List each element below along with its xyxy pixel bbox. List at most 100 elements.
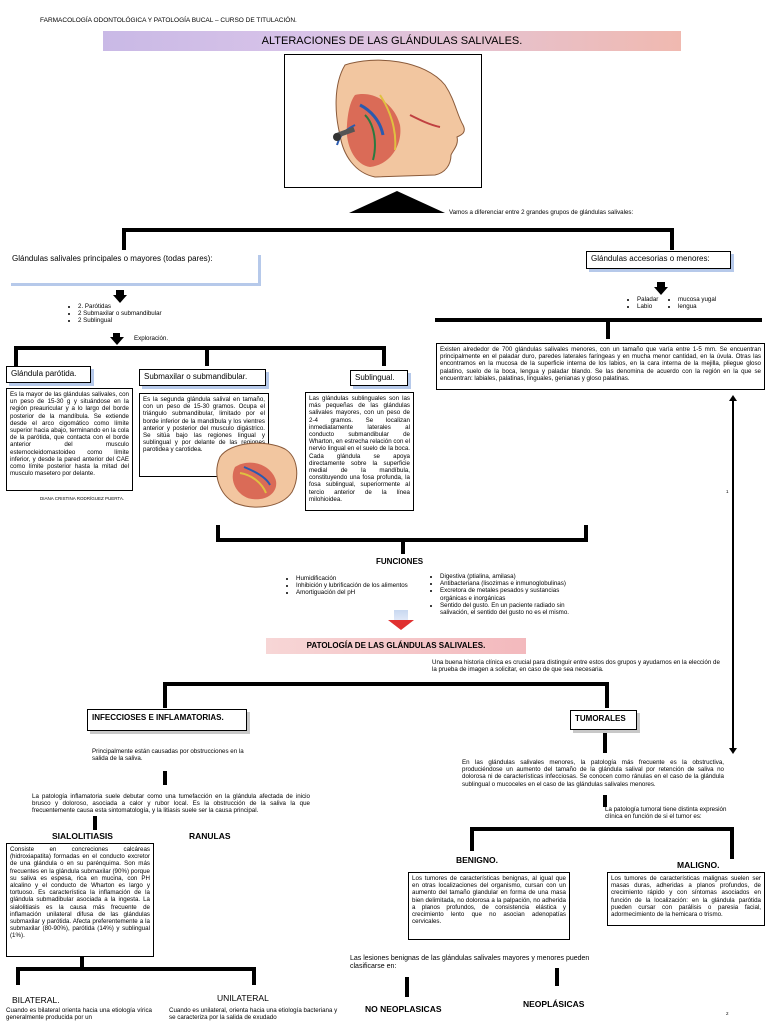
connector-bar [470, 827, 734, 831]
neoplasicas-title: NEOPLÁSICAS [523, 999, 585, 1009]
bilateral-text: Cuando es bilateral orienta hacia una et… [6, 1007, 152, 1022]
sublingual-title: Sublingual. [350, 370, 408, 386]
bilateral-title: BILATERAL. [12, 995, 60, 1005]
course-header: FARMACOLOGÍA ODONTOLÓGICA Y PATOLOGÍA BU… [40, 17, 297, 24]
connector-bar [16, 967, 256, 971]
tumorales-title: TUMORALES [570, 710, 637, 730]
sialolitiasis-title: SIALOLITIASIS [52, 831, 113, 841]
list-item: Antibacteriana (lisozimas e inmunoglobul… [440, 580, 575, 587]
maligno-text: Los tumores de características malignas … [607, 872, 765, 926]
list-item: lengua [678, 303, 716, 310]
sublingual-text: Las glándulas sublinguales son las más p… [305, 392, 414, 511]
connector-bar [80, 957, 84, 969]
connector-bar [670, 228, 674, 250]
page-title: ALTERACIONES DE LAS GLÁNDULAS SALIVALES. [103, 31, 681, 51]
menores-text: Existen alrededor de 700 glándulas saliv… [436, 343, 765, 390]
benigno-title: BENIGNO. [456, 855, 499, 865]
connector-bar [401, 540, 405, 554]
connector-bar [603, 795, 607, 807]
connector-bar [163, 771, 167, 785]
connector-bar [603, 733, 607, 753]
author: DIANA CRISTINA RODRÍGUEZ PUERTA. [40, 496, 125, 501]
connector-bar [122, 228, 126, 250]
list-item: Labio [637, 303, 658, 310]
connector-bar [252, 967, 256, 985]
intro-text: Vamos a diferenciar entre 2 grandes grup… [449, 209, 634, 216]
list-item: Humidificación [296, 575, 436, 582]
arrow-down-icon [110, 337, 124, 345]
connector-bar [435, 318, 762, 322]
up-arrow-icon [349, 191, 445, 213]
connector-bar [730, 829, 734, 859]
connector-bar [93, 816, 97, 830]
page-mark: 2 [726, 1011, 729, 1016]
list-item: Excretora de metales pesados y sustancia… [440, 587, 575, 601]
connector-bar [382, 346, 386, 366]
menores-list-right: mucosa yugal lengua [666, 296, 716, 310]
vertical-line [732, 398, 734, 750]
menores-title: Glándulas accesorias o menores: [586, 251, 731, 269]
patologia-note: Una buena historia clínica es crucial pa… [432, 659, 720, 674]
arrow-down-icon [113, 295, 127, 303]
sialolitiasis-text: Consiste en concreciones calcáreas (hidr… [6, 843, 154, 957]
arrow-icon [116, 290, 124, 296]
arrow-up-icon [729, 395, 737, 401]
connector-bar [14, 346, 18, 366]
ranulas-title: RANULAS [189, 831, 231, 841]
connector-bar [163, 684, 167, 708]
submandibular-illustration [210, 437, 302, 513]
list-item: 2 Submaxilar o submandibular [78, 310, 162, 317]
connector-bar [205, 346, 209, 366]
list-item: Paladar [637, 296, 658, 303]
connector-bar [122, 228, 674, 232]
arrow-down-icon [654, 287, 668, 295]
connector-bar [606, 321, 610, 339]
mayores-title: Glándulas salivales principales o mayore… [8, 252, 258, 283]
lesiones-text: Las lesiones benignas de las glándulas s… [350, 955, 590, 970]
tumorales-expresion: La patología tumoral tiene distinta expr… [605, 806, 727, 821]
parotida-title: Glándula parótida. [6, 366, 91, 383]
list-item: Digestiva (ptialina, amilasa) [440, 573, 575, 580]
list-item: Inhibición y lubrificación de los alimen… [296, 582, 436, 589]
funciones-title: FUNCIONES [376, 557, 424, 566]
infecciosas-causa: Principalmente están causadas por obstru… [92, 748, 244, 763]
mayores-list: 2. Parótidas 2 Submaxilar o submandibula… [66, 303, 162, 325]
arrow-icon [394, 610, 408, 620]
unilateral-text: Cuando es unilateral, orienta hacia una … [169, 1007, 338, 1022]
infecciosas-text: La patología inflamatoria suele debutar … [32, 793, 310, 815]
unilateral-title: UNILATERAL [217, 993, 269, 1003]
arrow-down-icon [388, 620, 414, 630]
connector-bar [163, 682, 609, 686]
list-item: mucosa yugal [678, 296, 716, 303]
submaxilar-title: Submaxilar o submandibular. [139, 369, 266, 386]
list-item: Sentido del gusto. En un paciente radiad… [440, 602, 575, 616]
connector-bar [14, 346, 386, 350]
infecciosas-title: INFECCIOSES E INFLAMATORIAS. [87, 709, 247, 731]
benigno-text: Los tumores de características benignas,… [408, 872, 570, 940]
connector-bar [555, 968, 559, 986]
anatomy-illustration [284, 54, 482, 188]
submaxilar-text: Es la segunda glándula salival en tamaño… [139, 393, 269, 477]
list-item: 2. Parótidas [78, 303, 162, 310]
connector-bar [584, 525, 588, 540]
patologia-title: PATOLOGÍA DE LAS GLÁNDULAS SALIVALES. [266, 638, 526, 654]
connector-bar [216, 525, 220, 540]
maligno-title: MALIGNO. [677, 860, 720, 870]
funciones-right: Digestiva (ptialina, amilasa) Antibacter… [428, 573, 575, 616]
arrow-down-icon [729, 748, 737, 754]
connector-bar [470, 829, 474, 851]
connector-bar [605, 684, 609, 708]
parotida-text: Es la mayor de las glándulas salivales, … [6, 388, 133, 491]
connector-bar [405, 977, 409, 997]
arrow-icon [657, 282, 665, 288]
page-mark: 1 [726, 489, 729, 494]
arrow-icon [113, 333, 120, 338]
no-neoplasicas-title: NO NEOPLASICAS [365, 1004, 442, 1014]
exploracion-label: Exploración. [134, 335, 169, 342]
list-item: Amortiguación del pH [296, 589, 436, 596]
list-item: 2 Sublingual [78, 317, 162, 324]
tumorales-text: En las glándulas salivales menores, la p… [462, 759, 724, 788]
connector-bar [16, 967, 20, 985]
menores-list-left: Paladar Labio [625, 296, 658, 310]
funciones-left: Humidificación Inhibición y lubrificació… [284, 575, 436, 597]
